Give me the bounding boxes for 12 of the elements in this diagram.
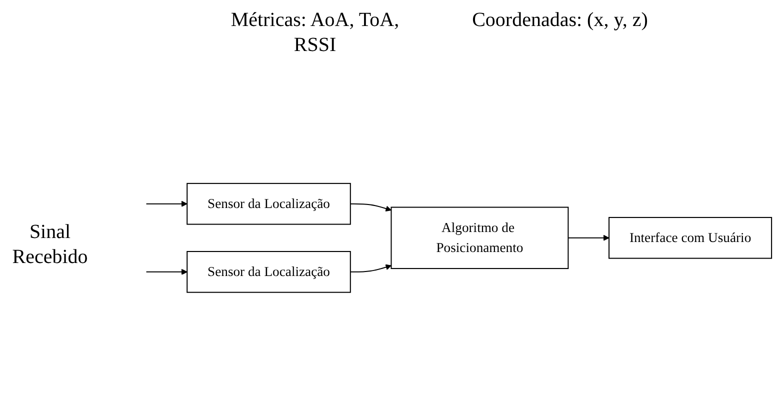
node-box: Algoritmo de Posicionamento bbox=[390, 206, 569, 269]
arrow bbox=[350, 264, 392, 272]
annotation-text: Coordenadas: (x, y, z) bbox=[471, 8, 649, 33]
arrow bbox=[350, 202, 392, 212]
arrow bbox=[568, 234, 610, 240]
node-box: Sensor da Localização bbox=[186, 250, 351, 292]
node-box: Sensor da Localização bbox=[186, 182, 351, 224]
arrow bbox=[146, 268, 188, 275]
annotation-text: Métricas: AoA, ToA, RSSI bbox=[230, 8, 400, 58]
node-box: Interface com Usuário bbox=[608, 216, 772, 258]
input-label: Sinal Recebido bbox=[11, 220, 89, 270]
arrow bbox=[146, 200, 188, 206]
